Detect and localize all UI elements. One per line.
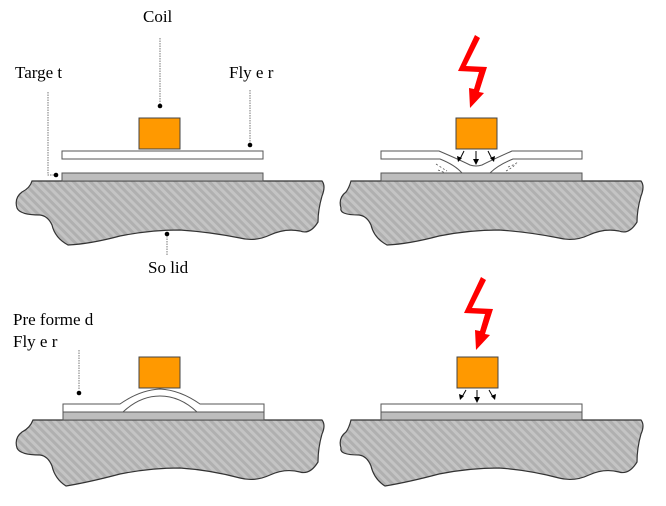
coil-leader-dot — [157, 103, 163, 109]
lightning-bolt-icon — [464, 277, 493, 350]
target-plate — [61, 172, 264, 182]
solid-block — [15, 180, 325, 246]
coil-block — [456, 356, 499, 389]
flyer-plate — [380, 403, 583, 413]
preformed-flyer-leader-dot — [76, 390, 82, 396]
target-leader-dot — [53, 172, 59, 178]
flyer-leader-dot — [247, 142, 253, 148]
flyer-plate-preformed — [62, 388, 265, 413]
panel-flat-impact — [339, 35, 644, 246]
target-label: Targe t — [15, 63, 62, 82]
solid-block — [339, 180, 644, 246]
target-plate — [380, 172, 583, 182]
magnetic-pressure-arrows-icon — [459, 389, 496, 403]
flyer-label: Fly e r — [229, 63, 274, 82]
solid-block — [15, 419, 325, 487]
solid-label: So lid — [148, 258, 189, 277]
panel-preformed-impact — [339, 277, 644, 487]
target-plate — [62, 411, 265, 421]
magnetic-pressure-arrows-icon — [457, 150, 495, 165]
coil-block — [138, 356, 181, 389]
lightning-bolt-icon — [458, 35, 487, 108]
panel-preformed-setup: Pre forme d Fly e r — [13, 310, 325, 487]
target-plate — [380, 411, 583, 421]
flyer-plate — [61, 150, 264, 160]
coil-block — [455, 117, 498, 150]
preformed-flyer-label-line2: Fly e r — [13, 332, 58, 351]
flyer-plate-deformed — [380, 150, 583, 174]
coil-block — [138, 117, 181, 150]
panel-flat-setup: Coil Targe t Fly e r So lid — [15, 7, 325, 277]
target-leader — [47, 92, 54, 176]
jet-spark-icon — [435, 161, 519, 174]
coil-label: Coil — [143, 7, 173, 26]
preformed-flyer-label-line1: Pre forme d — [13, 310, 94, 329]
solid-block — [339, 419, 644, 487]
solid-leader-dot — [164, 231, 170, 237]
